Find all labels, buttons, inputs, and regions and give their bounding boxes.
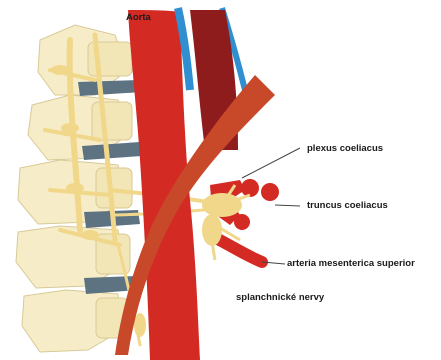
leader-lines	[242, 148, 300, 264]
label-truncus-coeliacus: truncus coeliacus	[307, 200, 388, 211]
leader-plexus	[242, 148, 300, 178]
disc-1	[78, 80, 142, 96]
label-plexus-coeliacus: plexus coeliacus	[307, 143, 383, 154]
leader-truncus	[275, 205, 300, 206]
label-aorta: Aorta	[126, 12, 151, 23]
vertebral-body-2	[92, 102, 132, 140]
label-arteria-mesenterica-superior: arteria mesenterica superior	[287, 258, 415, 269]
label-splanchnicke-nervy: splanchnické nervy	[236, 292, 324, 303]
